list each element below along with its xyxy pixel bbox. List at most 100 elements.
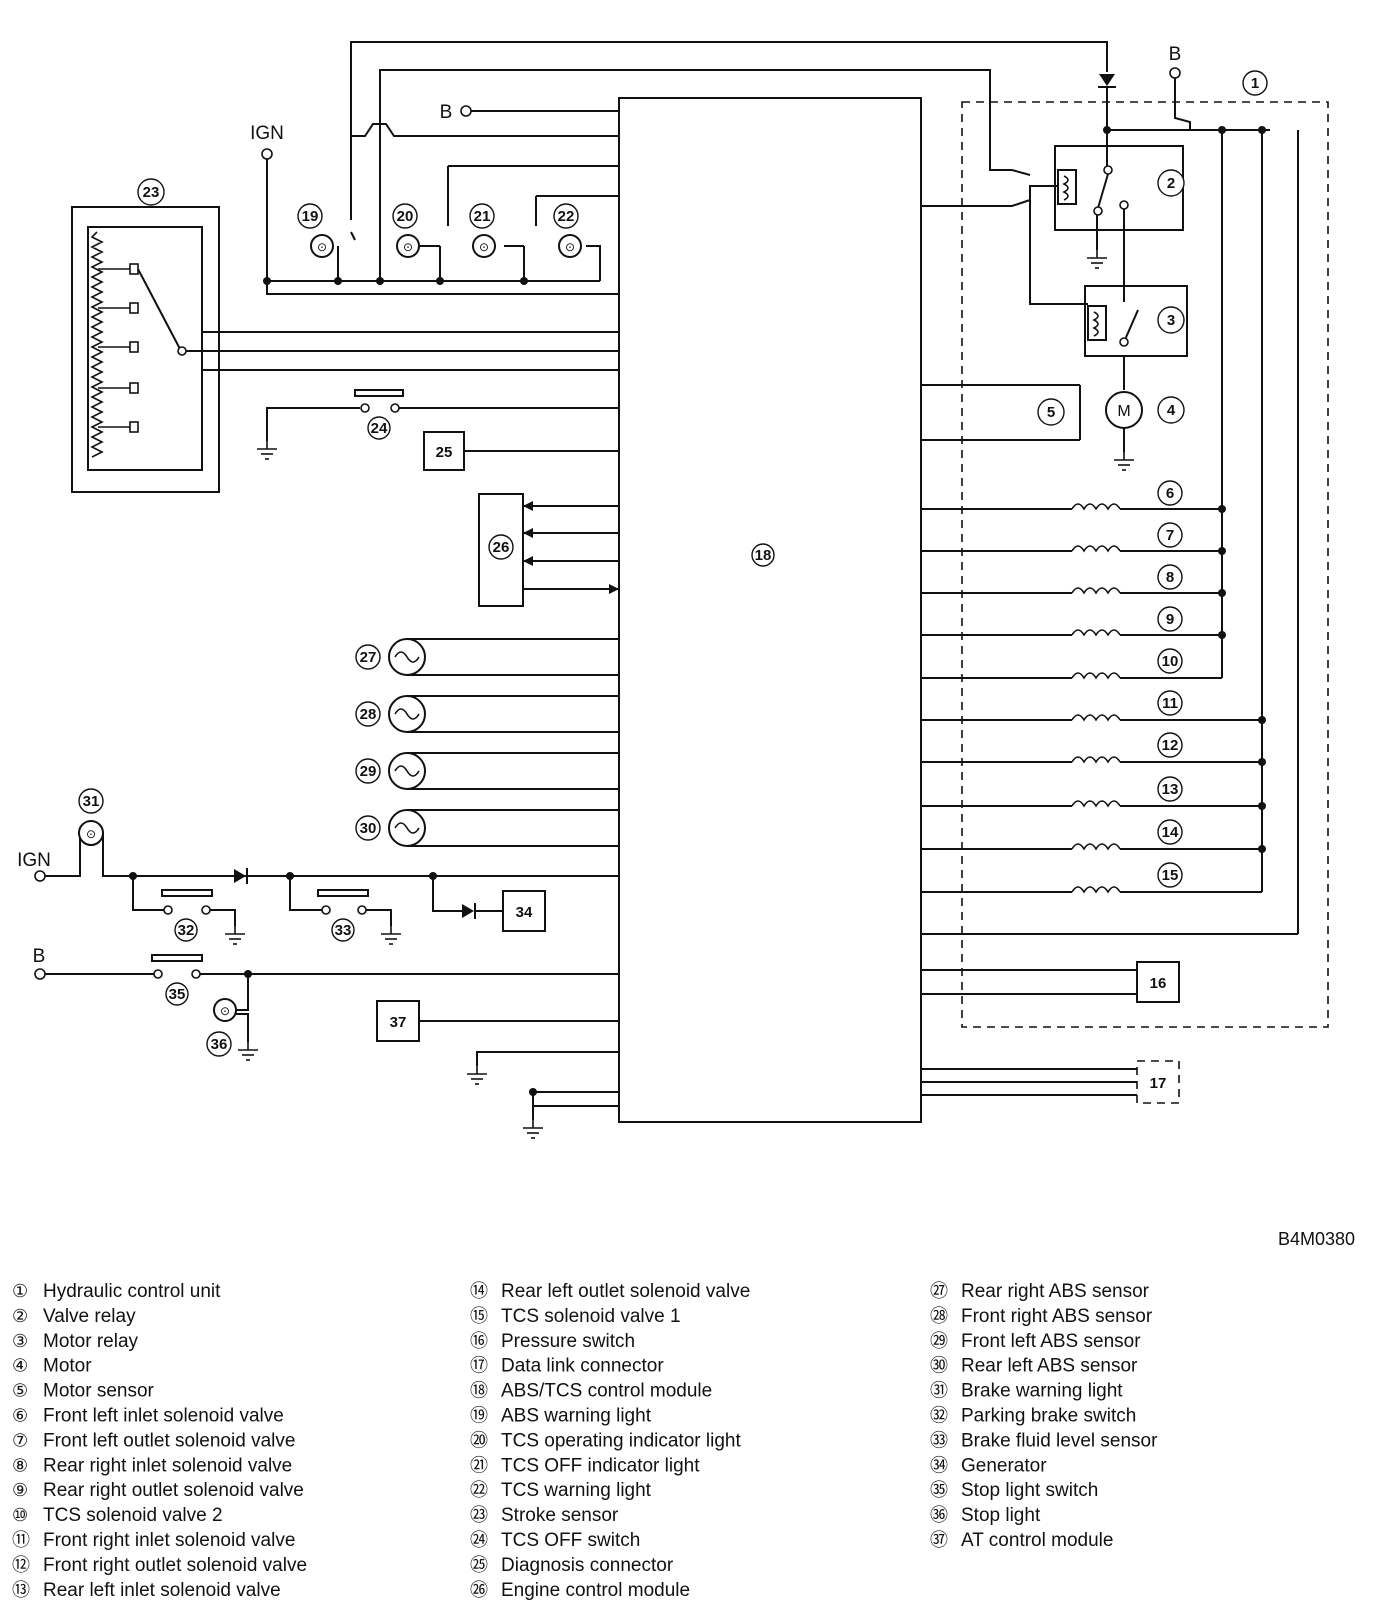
legend-item-label: ABS warning light	[501, 1406, 652, 1427]
svg-text:17: 17	[1150, 1075, 1167, 1092]
legend-item-number: ㉙	[930, 1331, 948, 1351]
legend-item-label: Motor relay	[43, 1331, 139, 1352]
legend-item-label: TCS solenoid valve 2	[43, 1505, 223, 1526]
ign-left-label: IGN	[17, 850, 51, 871]
svg-text:35: 35	[169, 986, 186, 1003]
tcs-operating-indicator-light: ⊙ 20	[392, 203, 420, 258]
tcs-off-indicator-light: ⊙ 21	[469, 203, 496, 258]
legend-item-number: ㉛	[930, 1381, 948, 1401]
rear-right-abs-sensor: 27	[355, 638, 619, 676]
svg-text:22: 22	[558, 208, 575, 225]
svg-text:37: 37	[390, 1014, 407, 1031]
legend-item-number: ⑦	[12, 1430, 28, 1450]
legend-item: ⑮ TCS solenoid valve 1	[470, 1306, 681, 1327]
legend-item-number: ①	[12, 1281, 28, 1301]
motor-relay: 3	[1029, 200, 1188, 390]
legend-item-label: AT control module	[961, 1530, 1113, 1551]
at-control-module: 37	[376, 1000, 619, 1042]
tcs-warning-light: ⊙ 22	[553, 203, 582, 258]
legend-item-label: Rear right inlet solenoid valve	[43, 1455, 292, 1476]
svg-text:25: 25	[436, 444, 453, 461]
svg-text:13: 13	[1162, 781, 1179, 798]
legend-item-number: ⑰	[470, 1356, 488, 1376]
solenoid-valves: 6 7 8 9 10 11 12	[921, 480, 1298, 935]
svg-text:16: 16	[1150, 975, 1167, 992]
front-left-inlet-solenoid-valve: 6	[921, 480, 1226, 513]
legend-item-label: TCS OFF indicator light	[501, 1455, 700, 1476]
legend-item-label: Front right inlet solenoid valve	[43, 1530, 295, 1551]
module-grounds	[466, 1051, 619, 1139]
svg-text:20: 20	[397, 208, 414, 225]
legend-item-number: ⑭	[470, 1281, 488, 1301]
pressure-switch: 16	[921, 961, 1180, 1003]
legend-item-label: Rear left ABS sensor	[961, 1356, 1138, 1377]
ign-top-label: IGN	[250, 123, 284, 144]
stroke-sensor: 23	[71, 178, 619, 493]
legend-item-label: Parking brake switch	[961, 1406, 1136, 1427]
svg-text:⊙: ⊙	[86, 827, 96, 841]
legend-item-label: Valve relay	[43, 1306, 136, 1327]
legend-item-label: Motor sensor	[43, 1381, 155, 1402]
rear-left-outlet-solenoid-valve: 14	[921, 819, 1266, 853]
legend-item-label: Front right ABS sensor	[961, 1306, 1153, 1327]
svg-text:2: 2	[1167, 175, 1175, 192]
svg-text:5: 5	[1047, 404, 1055, 421]
rear-right-inlet-solenoid-valve: 8	[921, 564, 1226, 597]
diagnosis-connector: 25	[423, 431, 619, 471]
svg-text:M: M	[1117, 403, 1130, 420]
svg-text:8: 8	[1166, 569, 1174, 586]
legend-item-label: TCS warning light	[501, 1480, 652, 1501]
svg-text:27: 27	[360, 649, 377, 666]
svg-text:33: 33	[335, 922, 352, 939]
legend-item-number: ㉓	[470, 1505, 488, 1525]
front-left-abs-sensor: 29	[355, 752, 619, 790]
svg-text:30: 30	[360, 820, 377, 837]
legend-item-label: Rear right ABS sensor	[961, 1281, 1150, 1302]
svg-text:19: 19	[302, 208, 319, 225]
svg-text:32: 32	[178, 922, 195, 939]
legend-item-label: TCS OFF switch	[501, 1530, 640, 1551]
legend-item-number: ③	[12, 1331, 28, 1351]
tcs-off-switch: 24	[256, 389, 619, 460]
svg-text:11: 11	[1162, 695, 1178, 712]
legend-item-label: Generator	[961, 1455, 1047, 1476]
svg-text:1: 1	[1251, 75, 1259, 92]
rear-left-abs-sensor: 30	[355, 809, 619, 847]
legend-item-number: ⑮	[470, 1306, 488, 1326]
legend-item-label: Front left inlet solenoid valve	[43, 1406, 284, 1427]
svg-text:24: 24	[371, 420, 388, 437]
svg-text:⊙: ⊙	[565, 240, 575, 254]
legend-item-label: Brake fluid level sensor	[961, 1430, 1158, 1451]
legend-item-number: ⑪	[12, 1530, 30, 1550]
svg-text:7: 7	[1166, 527, 1174, 544]
legend-item-number: ⑱	[470, 1381, 488, 1401]
b-left-label: B	[33, 946, 46, 967]
legend-item-label: Brake warning light	[961, 1381, 1123, 1402]
legend-item-label: TCS solenoid valve 1	[501, 1306, 681, 1327]
legend-item-number: ⑲	[470, 1406, 488, 1426]
svg-text:12: 12	[1162, 737, 1179, 754]
legend-item-number: ㊱	[930, 1505, 948, 1525]
svg-text:28: 28	[360, 706, 377, 723]
front-right-abs-sensor: 28	[355, 695, 619, 733]
svg-text:⊙: ⊙	[317, 240, 327, 254]
rear-left-inlet-solenoid-valve: 13	[921, 776, 1266, 810]
